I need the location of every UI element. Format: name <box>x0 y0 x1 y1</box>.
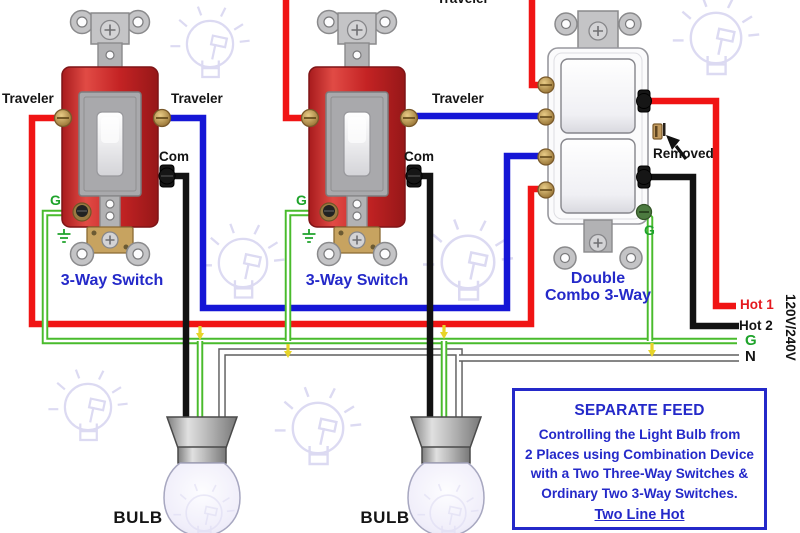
info-box-title: SEPARATE FEED <box>574 402 705 419</box>
info-box: SEPARATE FEED Controlling the Light Bulb… <box>512 388 767 530</box>
label-ground-combo: G <box>644 222 655 238</box>
wires <box>28 0 739 423</box>
label-hot2: Hot 2 <box>739 318 773 333</box>
label-ground-sw2: G <box>296 192 307 208</box>
ground-symbol-sw2 <box>301 228 317 243</box>
label-voltage: 120V/240V <box>783 294 798 361</box>
label-ground-sw1: G <box>50 192 61 208</box>
caption-combo-line1: Double <box>570 270 626 287</box>
removed-tab <box>652 123 666 140</box>
double-combo-switch <box>537 10 653 270</box>
three-way-switch-2 <box>300 9 423 267</box>
label-bulb1: BULB <box>113 508 163 527</box>
wire-hot2-black <box>650 173 739 330</box>
label-neutral-feed: N <box>745 348 756 365</box>
label-traveler-sw1-left: Traveler <box>2 91 54 106</box>
wire-com-sw1-to-bulb1 <box>170 172 190 423</box>
caption-combo-line2: Combo 3-Way <box>544 287 652 304</box>
ground-symbol-sw1 <box>56 228 72 243</box>
info-box-line: with a Two Three-Way Switches & <box>530 466 749 481</box>
wire-hot1-red <box>650 97 736 310</box>
wire-neutral-bulbs <box>218 348 463 423</box>
wire-traveler-red-sw1-to-combo <box>28 114 547 328</box>
label-traveler-top: Traveler <box>437 0 489 6</box>
info-box-line: Ordinary Two 3-Way Switches. <box>541 485 738 501</box>
label-bulb2: BULB <box>360 508 410 527</box>
wire-traveler-blue-sw1-to-combo <box>163 114 547 312</box>
label-traveler-sw1-right: Traveler <box>171 91 223 106</box>
info-box-line: 2 Places using Combination Device <box>525 446 754 462</box>
info-box-line: Controlling the Light Bulb from <box>538 427 741 442</box>
label-hot1: Hot 1 <box>740 297 774 312</box>
removed-arrow-icon <box>666 135 688 160</box>
caption-switch2: 3-Way Switch <box>305 272 409 289</box>
label-com-sw2: Com <box>404 149 434 164</box>
wire-traveler-red-sw2-to-combo <box>282 0 547 122</box>
info-box-footnote: Two Line Hot <box>594 507 685 523</box>
label-com-sw1: Com <box>159 149 189 164</box>
caption-combo: Double Combo 3-Way <box>530 270 666 304</box>
label-traveler-sw2-right: Traveler <box>432 91 484 106</box>
wire-com-sw2-to-bulb2 <box>417 172 434 423</box>
label-ground-feed: G <box>745 332 757 349</box>
label-removed: Removed <box>653 146 714 161</box>
caption-switch1: 3-Way Switch <box>60 272 164 289</box>
three-way-switch-1 <box>53 9 176 267</box>
